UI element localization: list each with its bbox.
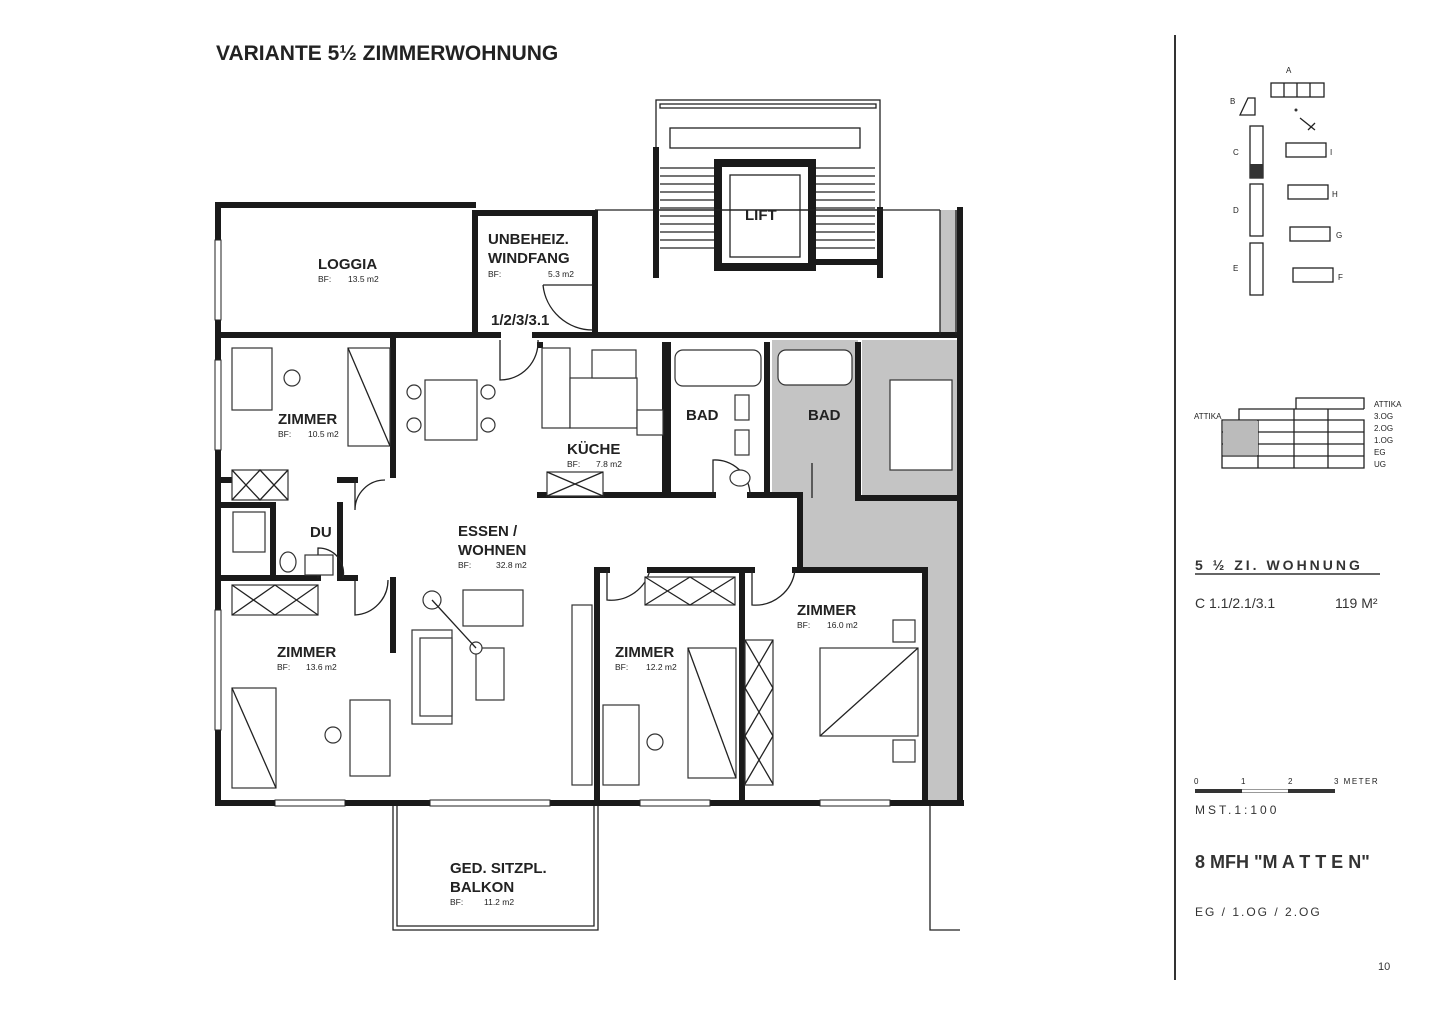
svg-text:1.OG: 1.OG xyxy=(1374,436,1393,445)
svg-text:D: D xyxy=(1233,206,1239,215)
svg-text:7.8 m2: 7.8 m2 xyxy=(596,459,622,469)
svg-text:B: B xyxy=(1230,97,1235,106)
svg-text:BAD: BAD xyxy=(686,407,719,424)
svg-text:DU: DU xyxy=(310,524,332,541)
svg-text:13.5 m2: 13.5 m2 xyxy=(348,274,379,284)
page-number: 10 xyxy=(1378,961,1390,973)
svg-text:BF:: BF: xyxy=(797,620,810,630)
svg-text:EG: EG xyxy=(1374,448,1386,457)
svg-text:BAD: BAD xyxy=(808,407,841,424)
svg-text:2.OG: 2.OG xyxy=(1374,424,1393,433)
svg-text:UG: UG xyxy=(1374,460,1386,469)
svg-text:WINDFANG: WINDFANG xyxy=(488,250,570,267)
apartment-type: 5 ½ ZI. WOHNUNG xyxy=(1195,557,1363,573)
scale-bar: 0 1 2 3 METER xyxy=(1194,777,1379,793)
plan-title: VARIANTE 5½ ZIMMERWOHNUNG xyxy=(216,42,558,65)
room-windfang: UNBEHEIZ. WINDFANG BF: 5.3 m2 1/2/3/3.1 xyxy=(488,231,574,329)
svg-text:13.6 m2: 13.6 m2 xyxy=(306,662,337,672)
svg-text:BF:: BF: xyxy=(278,429,291,439)
svg-text:3.OG: 3.OG xyxy=(1374,412,1393,421)
scale-label: MST.1:100 xyxy=(1195,803,1279,817)
svg-text:UNBEHEIZ.: UNBEHEIZ. xyxy=(488,231,569,248)
svg-text:G: G xyxy=(1336,231,1342,240)
svg-text:BF:: BF: xyxy=(277,662,290,672)
svg-text:I: I xyxy=(1330,148,1332,157)
svg-text:ZIMMER: ZIMMER xyxy=(615,644,674,661)
svg-text:16.0 m2: 16.0 m2 xyxy=(827,620,858,630)
svg-text:32.8 m2: 32.8 m2 xyxy=(496,560,527,570)
svg-text:LOGGIA: LOGGIA xyxy=(318,256,377,273)
svg-text:H: H xyxy=(1332,190,1338,199)
svg-text:11.2 m2: 11.2 m2 xyxy=(484,897,514,907)
room-bad-neighbor: BAD xyxy=(808,407,841,424)
svg-text:2: 2 xyxy=(1288,777,1293,786)
project-name: 8 MFH "M A T T E N" xyxy=(1195,852,1370,872)
svg-text:F: F xyxy=(1338,273,1343,282)
furniture xyxy=(231,347,953,789)
unit-area: 119 M² xyxy=(1335,595,1378,611)
svg-text:ATTIKA: ATTIKA xyxy=(1194,412,1222,421)
info-block: 5 ½ ZI. WOHNUNG C 1.1/2.1/3.1 119 M² 0 1… xyxy=(1194,557,1390,973)
svg-text:BF:: BF: xyxy=(318,274,331,284)
svg-text:10.5 m2: 10.5 m2 xyxy=(308,429,339,439)
unit-number: 1/2/3/3.1 xyxy=(491,312,549,329)
svg-text:ATTIKA: ATTIKA xyxy=(1374,400,1402,409)
svg-text:GED. SITZPL.: GED. SITZPL. xyxy=(450,860,547,877)
room-bad: BAD xyxy=(686,407,719,424)
svg-text:12.2 m2: 12.2 m2 xyxy=(646,662,677,672)
lift-shaft xyxy=(714,159,816,271)
svg-text:ESSEN /: ESSEN / xyxy=(458,523,518,540)
svg-text:BF:: BF: xyxy=(615,662,628,672)
svg-text:WOHNEN: WOHNEN xyxy=(458,542,526,559)
svg-text:BALKON: BALKON xyxy=(450,879,514,896)
windows xyxy=(214,239,891,807)
svg-text:BF:: BF: xyxy=(567,459,580,469)
svg-text:5.3 m2: 5.3 m2 xyxy=(548,269,574,279)
stair-core: LIFT xyxy=(653,99,883,278)
svg-text:BF:: BF: xyxy=(488,269,501,279)
svg-text:C: C xyxy=(1233,148,1239,157)
svg-text:KÜCHE: KÜCHE xyxy=(567,441,620,458)
svg-text:3 METER: 3 METER xyxy=(1334,777,1379,786)
stair-steps xyxy=(660,167,875,249)
unit-code: C 1.1/2.1/3.1 xyxy=(1195,595,1275,611)
svg-text:BF:: BF: xyxy=(450,897,463,907)
svg-text:1: 1 xyxy=(1241,777,1246,786)
svg-text:BF:: BF: xyxy=(458,560,471,570)
svg-text:ZIMMER: ZIMMER xyxy=(277,644,336,661)
balkon xyxy=(392,806,960,931)
svg-text:E: E xyxy=(1233,264,1238,273)
room-du: DU xyxy=(310,524,332,541)
section-diagram: ATTIKA ATTIKA 3.OG 2.OG 1.OG EG UG xyxy=(1194,397,1402,469)
svg-text:ZIMMER: ZIMMER xyxy=(278,411,337,428)
svg-text:0: 0 xyxy=(1194,777,1199,786)
lift-label: LIFT xyxy=(745,207,777,224)
svg-text:A: A xyxy=(1286,66,1292,75)
svg-text:ZIMMER: ZIMMER xyxy=(797,602,856,619)
floors: EG / 1.OG / 2.OG xyxy=(1195,905,1322,919)
key-plan: A B C D E F G H I xyxy=(1230,66,1343,296)
walls xyxy=(215,202,964,806)
